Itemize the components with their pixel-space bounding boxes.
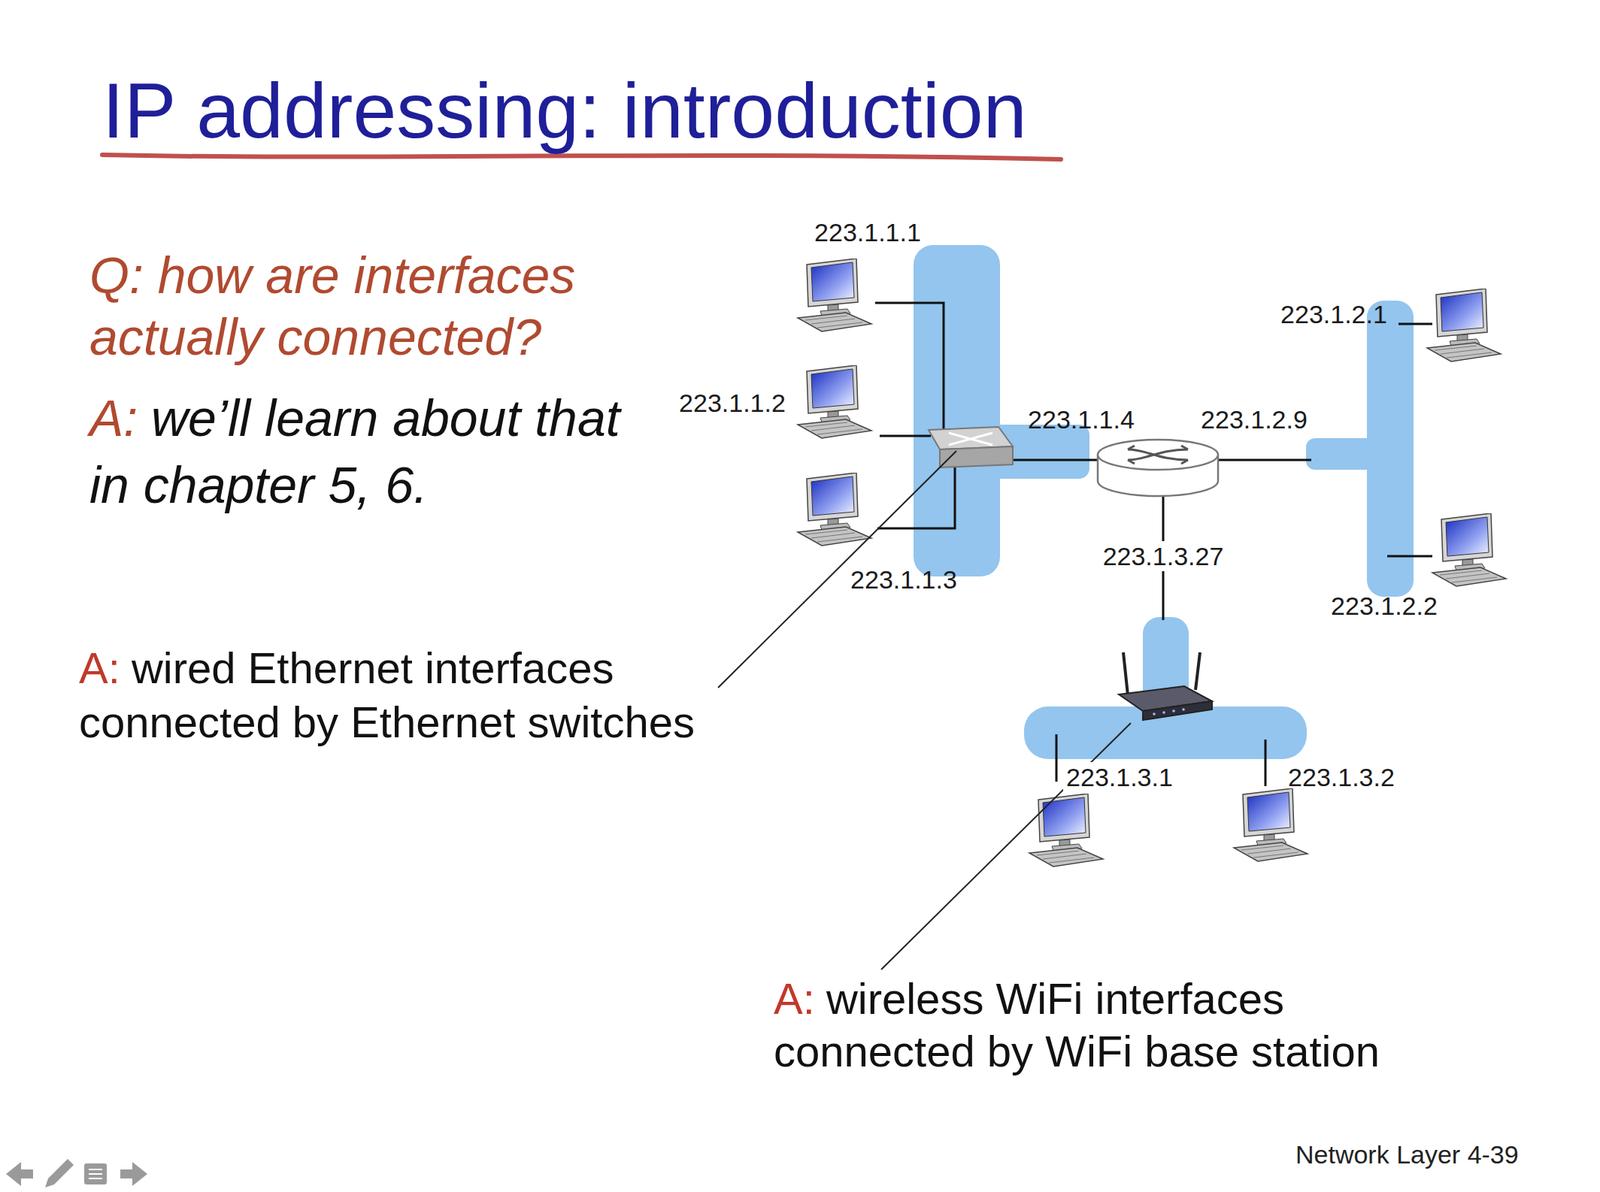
- subnet-1-region: [913, 245, 1000, 577]
- link-wire: [875, 303, 944, 431]
- subnet-2-arm: [1306, 438, 1382, 470]
- router: [1097, 439, 1219, 497]
- label-text: Q: how are interfaces actually connected…: [89, 246, 576, 366]
- label-text: 223.1.1.2: [678, 388, 786, 418]
- wifi-base-station: [1118, 652, 1213, 721]
- computer-icon: [1233, 788, 1308, 862]
- label-text: 223.1.2.9: [1200, 405, 1308, 434]
- answer-text: A:wired Ethernet interfaces connected by…: [78, 641, 726, 750]
- answer-marker: A:: [89, 389, 138, 447]
- page-footer: Network Layer 4-39: [1295, 1139, 1519, 1170]
- label-text: 223.1.1.3: [850, 565, 958, 594]
- links: [875, 303, 1433, 787]
- link-wire: [1011, 459, 1098, 462]
- label-text: we’ll learn about that in chapter 5, 6.: [89, 389, 621, 514]
- answer-text: A:we’ll learn about that in chapter 5, 6…: [89, 384, 661, 519]
- leader-line: [718, 451, 957, 688]
- question-text: Q: how are interfaces actually connected…: [89, 244, 631, 368]
- leader-line: [881, 723, 1131, 970]
- computers: [797, 258, 1507, 867]
- ip-address-label: 223.1.1.4: [1027, 404, 1135, 435]
- link-wire: [1055, 734, 1058, 782]
- ip-address-label: 223.1.3.2: [1287, 762, 1395, 793]
- link-wire: [1398, 323, 1433, 326]
- ip-address-label: 223.1.2.1: [1280, 299, 1388, 330]
- ip-address-label: 223.1.3.27: [1100, 541, 1228, 572]
- computer-icon: [1029, 793, 1104, 867]
- label-text: wireless WiFi interfaces connected by Wi…: [773, 974, 1380, 1076]
- title-underline: [102, 154, 1061, 160]
- computer-icon: [1432, 513, 1507, 587]
- link-wire: [879, 435, 931, 438]
- label-text: 223.1.3.27: [1103, 542, 1225, 571]
- nav-icon-detail: [88, 1169, 103, 1179]
- ip-address-label: 223.1.1.1: [814, 217, 922, 248]
- label-text: wired Ethernet interfaces connected by E…: [78, 643, 695, 747]
- label-text: 223.1.3.1: [1066, 763, 1173, 792]
- slide-nav-icons: [6, 1159, 148, 1188]
- answer-marker: A:: [78, 643, 121, 693]
- label-text: 223.1.1.4: [1027, 405, 1135, 434]
- label-text: 223.1.3.2: [1287, 763, 1395, 792]
- computer-icon: [797, 365, 872, 439]
- label-text: 223.1.2.1: [1280, 300, 1388, 329]
- computer-icon: [797, 258, 872, 332]
- answer-marker: A:: [773, 974, 816, 1024]
- subnet-regions: [913, 245, 1414, 760]
- link-wire: [1264, 739, 1267, 787]
- slide-title: IP addressing: introduction: [102, 65, 1028, 156]
- ip-address-label: 223.1.2.9: [1200, 404, 1308, 435]
- computer-icon: [797, 472, 872, 546]
- label-text: 223.1.2.2: [1330, 591, 1438, 621]
- link-wire: [877, 466, 955, 529]
- label-text: Network Layer 4-39: [1295, 1140, 1519, 1170]
- link-wire: [1387, 555, 1433, 558]
- leader-lines: [718, 451, 1131, 970]
- label-text: 223.1.1.1: [814, 218, 922, 247]
- ip-address-label: 223.1.1.2: [678, 387, 786, 419]
- ip-address-label: 223.1.1.3: [850, 564, 958, 595]
- link-wire: [1218, 459, 1312, 462]
- ip-address-label: 223.1.3.1: [1063, 762, 1176, 793]
- ethernet-switch: [928, 427, 1013, 468]
- answer-text: A:wireless WiFi interfaces connected by …: [773, 972, 1421, 1079]
- ip-address-label: 223.1.2.2: [1330, 590, 1438, 622]
- computer-icon: [1427, 288, 1501, 362]
